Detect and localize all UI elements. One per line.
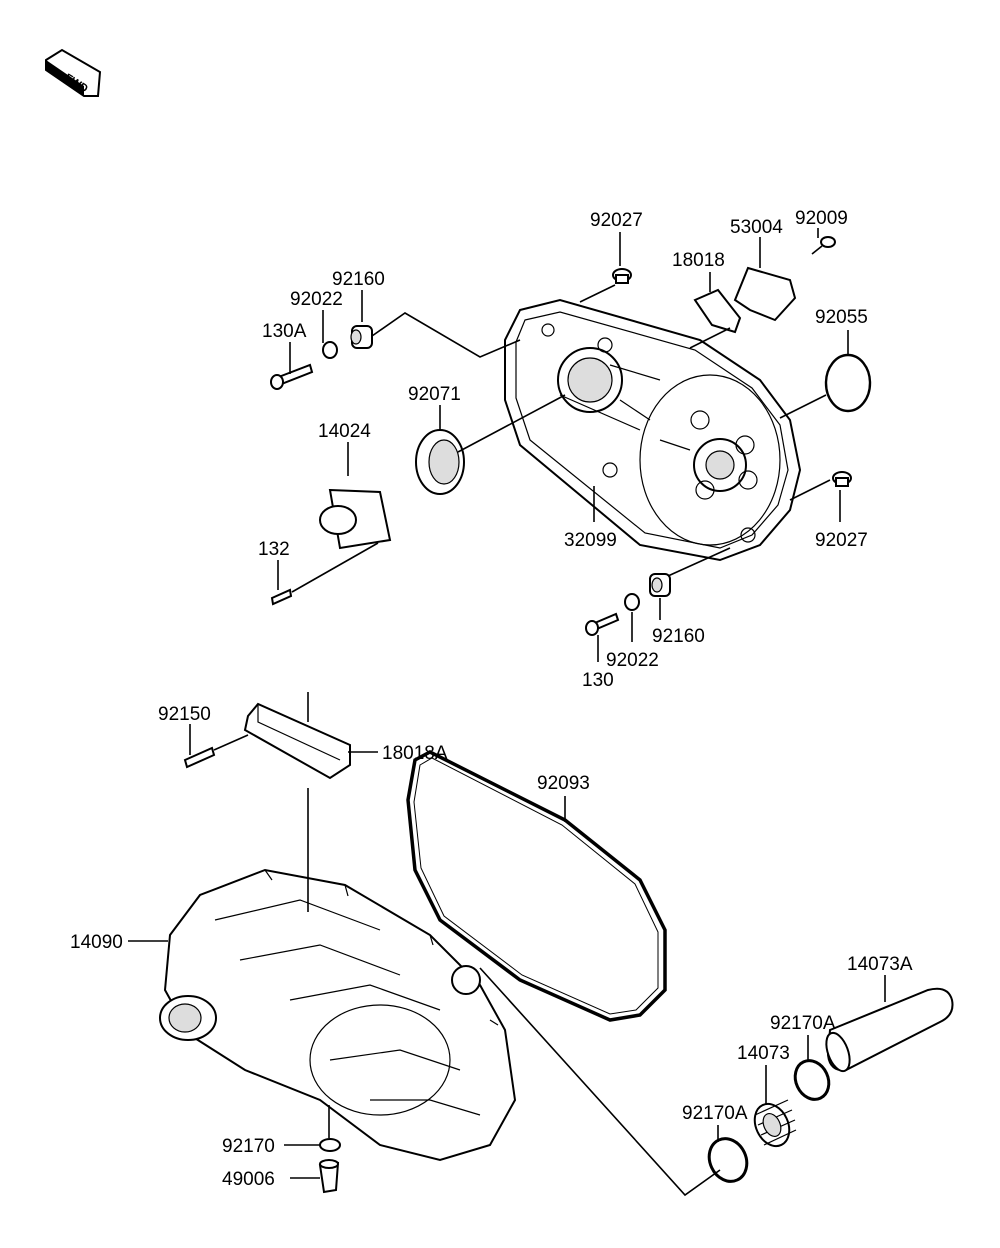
boot-14073	[753, 1099, 797, 1148]
cap-14024	[319, 488, 392, 550]
label-14073: 14073	[737, 1043, 790, 1064]
screw-92150	[183, 746, 216, 769]
plug-49006	[318, 1159, 340, 1194]
label-53004: 53004	[730, 217, 783, 238]
label-92160-top: 92160	[332, 269, 385, 290]
clamp-92170A-right	[793, 1059, 831, 1101]
bolt-92027-right	[832, 471, 852, 487]
label-92027-top: 92027	[590, 210, 643, 231]
bolt-130	[585, 612, 620, 636]
label-92093: 92093	[537, 773, 590, 794]
label-18018: 18018	[672, 250, 725, 271]
screw-132	[270, 588, 293, 606]
clamp-92170	[319, 1138, 341, 1152]
plate-53004	[733, 266, 797, 322]
seal-92071	[415, 429, 465, 495]
grommet-92160-top	[350, 325, 373, 349]
label-92009: 92009	[795, 208, 848, 229]
plate-18018	[693, 288, 742, 334]
label-92170: 92170	[222, 1136, 275, 1157]
label-14090: 14090	[70, 932, 123, 953]
bracket-18018A	[243, 702, 351, 780]
bolt-130A	[270, 363, 314, 390]
label-14024: 14024	[318, 421, 371, 442]
grommet-92160-bot	[649, 573, 671, 597]
label-49006: 49006	[222, 1169, 275, 1190]
label-92170A-left: 92170A	[682, 1103, 748, 1124]
label-92022-top: 92022	[290, 289, 343, 310]
o-ring-92055	[824, 353, 872, 413]
label-92150: 92150	[158, 704, 211, 725]
washer-92022-top	[322, 341, 338, 359]
label-130: 130	[582, 670, 614, 691]
bolt-92027-top	[612, 268, 632, 284]
label-18018A: 18018A	[382, 743, 448, 764]
leader-lines	[128, 228, 886, 1197]
fwd-arrow-icon: FWD	[45, 48, 102, 97]
label-92170A-right: 92170A	[770, 1013, 836, 1034]
outer-cover-14090	[159, 868, 517, 1162]
label-92027-right: 92027	[815, 530, 868, 551]
label-130A: 130A	[262, 321, 307, 342]
label-92160-bot: 92160	[652, 626, 705, 647]
clamp-92170A-left	[707, 1137, 749, 1183]
label-92055: 92055	[815, 307, 868, 328]
duct-14073A	[825, 987, 954, 1073]
bolt-92009	[811, 236, 836, 255]
label-132: 132	[258, 539, 290, 560]
label-92022-bot: 92022	[606, 650, 659, 671]
label-14073A: 14073A	[847, 954, 913, 975]
washer-92022-bot	[624, 593, 640, 611]
inner-cover-32099	[504, 298, 802, 562]
label-92071: 92071	[408, 384, 461, 405]
label-32099: 32099	[564, 530, 617, 551]
